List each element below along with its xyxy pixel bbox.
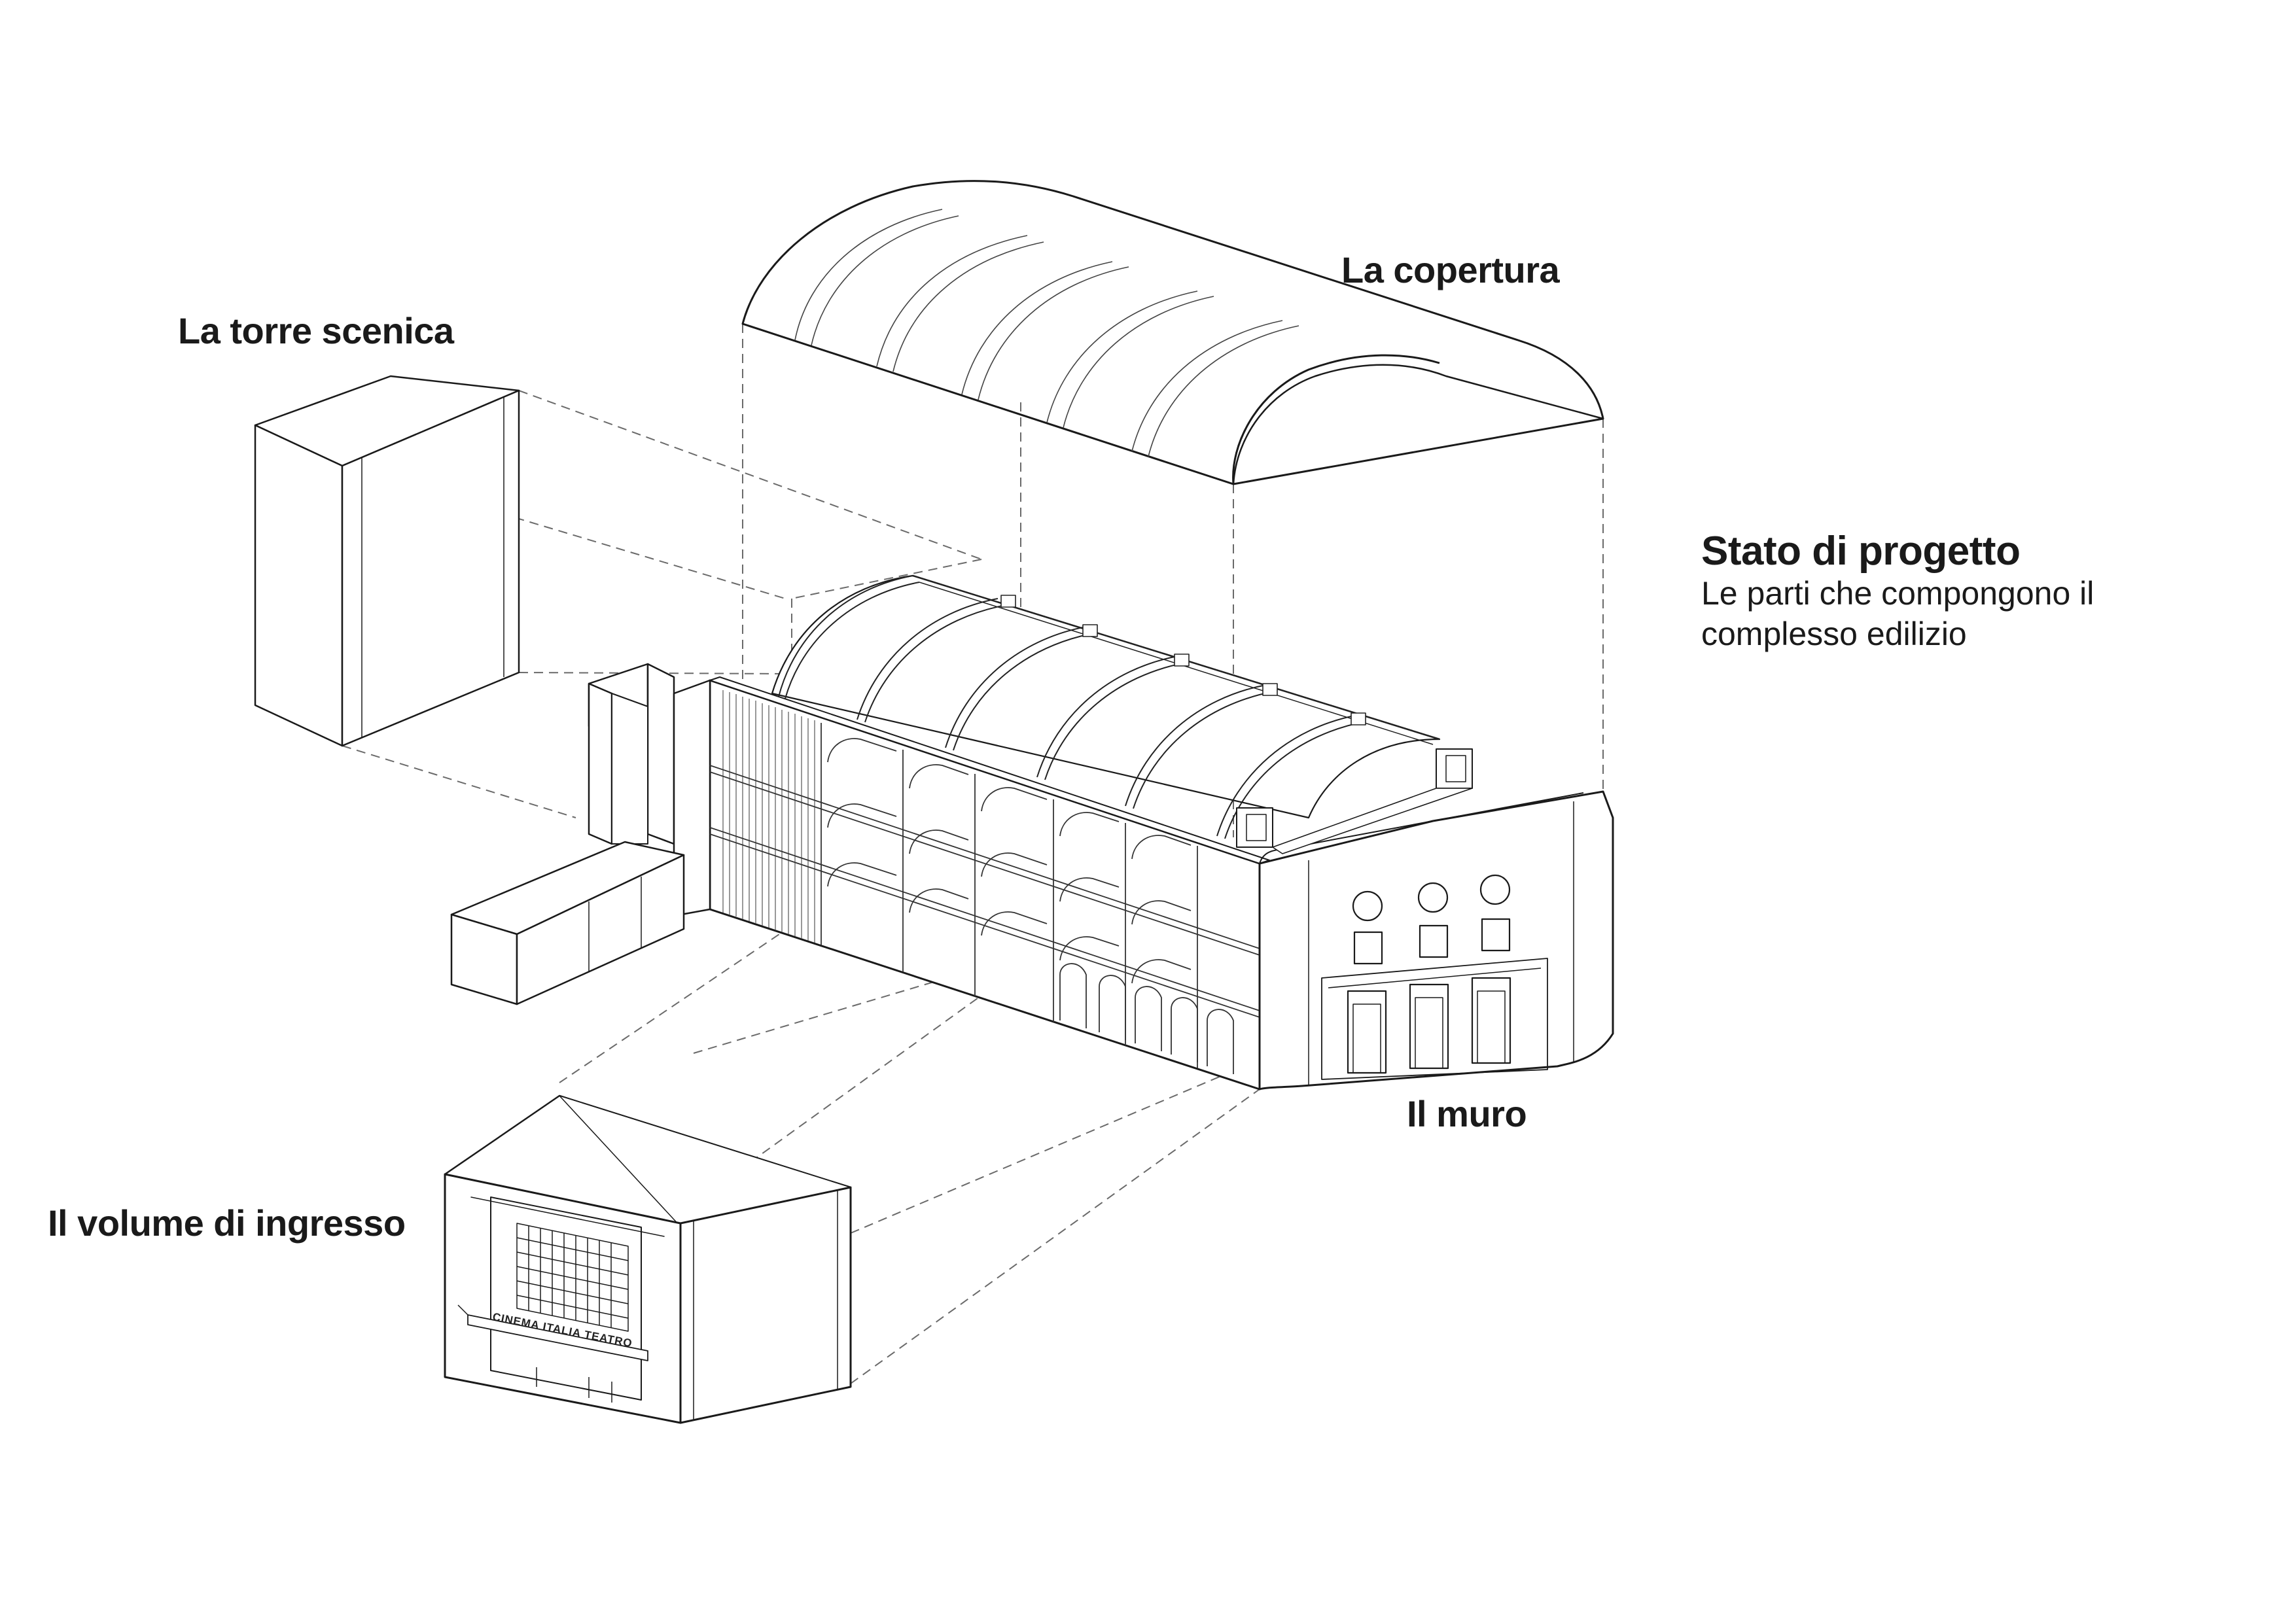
label-copertura: La copertura <box>1341 249 1560 290</box>
label-volume-ingresso: Il volume di ingresso <box>48 1202 406 1244</box>
label-torre-scenica: La torre scenica <box>178 310 454 351</box>
torre-scenica-volume <box>254 375 520 747</box>
copertura-roof <box>741 180 1604 485</box>
annex-box <box>450 841 685 1005</box>
main-building-body <box>588 574 1614 1091</box>
legend-subtitle-line2: complesso edilizio <box>1701 616 1967 652</box>
legend-subtitle-line1: Le parti che compongono il <box>1701 575 2094 612</box>
legend-title: Stato di progetto <box>1701 529 2021 574</box>
label-muro: Il muro <box>1407 1093 1527 1134</box>
volume-ingresso <box>444 1094 852 1424</box>
